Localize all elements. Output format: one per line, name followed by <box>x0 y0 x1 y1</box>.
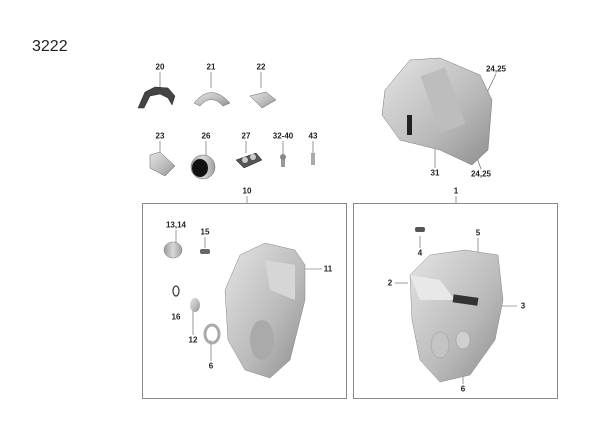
housing-1 <box>409 249 504 383</box>
callout-27[interactable]: 27 <box>241 131 251 141</box>
callout-16[interactable]: 16 <box>171 312 181 322</box>
group-box-10 <box>142 203 347 399</box>
group-label-10[interactable]: 10 <box>242 186 252 196</box>
callout-26[interactable]: 26 <box>201 131 211 141</box>
callout-21[interactable]: 21 <box>206 62 216 72</box>
callout-24-25-top[interactable]: 24,25 <box>485 64 507 74</box>
group-label-1[interactable]: 1 <box>453 186 459 196</box>
callout-3[interactable]: 3 <box>520 301 526 311</box>
callout-13-14[interactable]: 13,14 <box>165 220 187 230</box>
bracket-20 <box>137 86 176 109</box>
callout-24-25-bottom[interactable]: 24,25 <box>470 169 492 179</box>
callout-5[interactable]: 5 <box>475 228 481 238</box>
callout-4[interactable]: 4 <box>417 248 423 258</box>
callout-32-40[interactable]: 32-40 <box>272 131 294 141</box>
callout-11[interactable]: 11 <box>323 264 333 274</box>
callout-23[interactable]: 23 <box>155 131 165 141</box>
callout-12[interactable]: 12 <box>188 335 198 345</box>
callout-6-right[interactable]: 6 <box>460 384 466 394</box>
group-box-1 <box>353 203 558 399</box>
callout-31[interactable]: 31 <box>430 168 440 178</box>
callout-2[interactable]: 2 <box>387 278 393 288</box>
callout-15[interactable]: 15 <box>200 227 210 237</box>
callout-43[interactable]: 43 <box>308 131 318 141</box>
callout-6-left[interactable]: 6 <box>208 361 214 371</box>
callout-22[interactable]: 22 <box>256 62 266 72</box>
diagram-number: 3222 <box>32 38 68 55</box>
callout-20[interactable]: 20 <box>155 62 165 72</box>
